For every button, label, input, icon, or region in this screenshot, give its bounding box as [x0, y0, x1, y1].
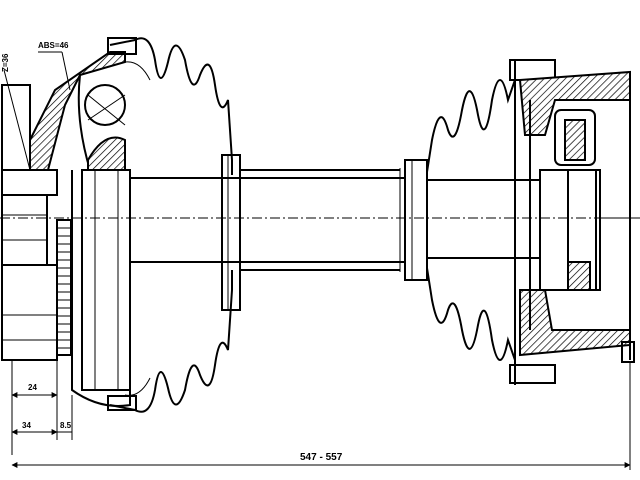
inner-boot-lower — [426, 267, 516, 385]
inner-boot — [404, 59, 556, 385]
dimension-34: 34 — [11, 421, 58, 435]
spline-callout: Z=36 — [1, 53, 31, 171]
inner-housing-section-bottom — [519, 289, 631, 357]
abs-ring-teeth — [57, 227, 71, 349]
inner-boot-clamp-bottom — [509, 364, 556, 384]
dimension-24-text: 24 — [28, 383, 37, 392]
dimension-overall-length: 547 - 557 — [11, 452, 631, 468]
abs-ring — [56, 219, 72, 356]
outer-boot-lower — [109, 270, 233, 413]
inner-cv-joint — [427, 70, 635, 385]
inner-flange — [621, 341, 635, 363]
dimension-8-5: 8.5 — [57, 421, 72, 433]
intermediate-shaft — [130, 168, 405, 272]
threaded-end — [1, 264, 58, 361]
cv-ball — [84, 84, 126, 126]
cv-inner-race — [87, 136, 126, 171]
outer-boot-upper — [109, 37, 233, 175]
abs-callout-text: ABS=46 — [38, 41, 69, 50]
outer-boot — [107, 37, 241, 413]
dimension-24: 24 — [11, 383, 58, 398]
outer-housing — [71, 170, 131, 407]
spline-callout-text: Z=36 — [1, 53, 10, 72]
outer-housing-section — [29, 51, 126, 171]
tripod-roller — [554, 109, 596, 166]
dimension-overall-length-text: 547 - 557 — [300, 452, 343, 463]
spline-stub — [1, 194, 48, 266]
shaft-clamp-right — [404, 159, 428, 281]
abs-callout: ABS=46 — [38, 41, 71, 91]
inner-boot-upper — [426, 60, 516, 173]
outer-cv-joint — [1, 51, 131, 407]
outer-boot-clamp-bottom — [107, 395, 137, 411]
dimension-34-text: 34 — [22, 421, 31, 430]
dimension-8-5-text: 8.5 — [60, 421, 72, 430]
outer-boot-clamp-top — [107, 37, 137, 55]
